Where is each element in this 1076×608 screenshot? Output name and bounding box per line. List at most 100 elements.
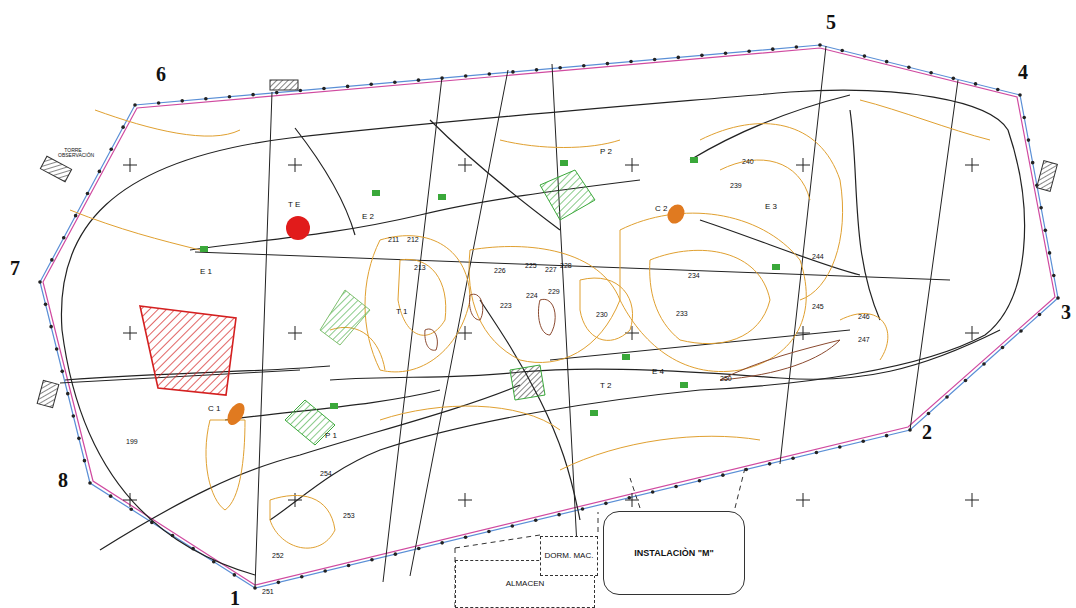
- boundary-post: [581, 507, 585, 511]
- boundary-post: [982, 362, 986, 366]
- corner-number: 4: [1018, 62, 1028, 82]
- map-label: T 1: [396, 308, 407, 316]
- map-label: 229: [548, 288, 560, 295]
- map-label: 199: [126, 438, 138, 445]
- boundary-post: [393, 80, 397, 84]
- grid-lines: [60, 46, 958, 588]
- grid-cross: [123, 158, 137, 172]
- grid-cross: [625, 158, 639, 172]
- boundary-post: [74, 214, 78, 218]
- boundary-post: [1056, 296, 1060, 300]
- boundary-post: [180, 99, 184, 103]
- boundary-post: [885, 60, 889, 64]
- boundary-post: [907, 65, 911, 69]
- grid-cross: [123, 493, 137, 507]
- boundary-post: [653, 58, 657, 62]
- boundary-post: [511, 524, 515, 528]
- boundary-post: [66, 392, 70, 396]
- boundary-post: [1039, 206, 1043, 210]
- boundary-post: [651, 490, 655, 494]
- boundary-post: [1044, 229, 1048, 233]
- boundary-post: [417, 547, 421, 551]
- boundary-post: [323, 569, 327, 573]
- boundary-post: [157, 101, 161, 105]
- map-label: 244: [812, 253, 824, 260]
- boundary-post: [121, 125, 125, 129]
- building-box: INSTALACIÒN "M": [603, 511, 745, 595]
- boundary-post: [487, 530, 491, 534]
- boundary-post: [558, 66, 562, 70]
- boundary-post: [582, 64, 586, 68]
- boundary-post: [275, 91, 279, 95]
- boundary-post: [840, 49, 844, 53]
- grid-cross: [965, 326, 979, 340]
- boundary-post: [44, 303, 48, 307]
- boundary-post: [964, 379, 968, 383]
- corner-number: 2: [922, 422, 932, 442]
- boundary-post: [771, 47, 775, 51]
- boundary-post: [676, 56, 680, 60]
- map-label: 246: [858, 313, 870, 320]
- building-box: DORM. MAC.: [540, 536, 598, 576]
- map-label: E 3: [765, 203, 777, 211]
- map-label: TORRE OBSERVACIÓN: [58, 148, 88, 158]
- target-circle: [286, 216, 310, 240]
- corner-number: 6: [156, 64, 166, 84]
- boundary-post: [86, 192, 90, 196]
- boundary-post: [228, 95, 232, 99]
- boundary-post: [129, 507, 133, 511]
- boundary-post: [1001, 346, 1005, 350]
- grid-cross: [965, 493, 979, 507]
- boundary-post: [277, 581, 281, 585]
- corner-number: 5: [826, 12, 836, 32]
- boundary-post: [77, 437, 81, 441]
- boundary-post: [1022, 116, 1026, 120]
- boundary-post: [204, 97, 208, 101]
- map-label: 228: [560, 262, 572, 269]
- corner-number: 1: [230, 588, 240, 608]
- map-label: P 2: [600, 148, 612, 156]
- map-label: T E: [288, 201, 300, 209]
- map-label: 254: [320, 470, 332, 477]
- boundary-post: [1027, 138, 1031, 142]
- boundary-post: [464, 74, 468, 78]
- boundary-post: [996, 88, 1000, 92]
- grid-cross: [796, 158, 810, 172]
- boundary-post: [347, 564, 351, 568]
- grid-cross: [288, 158, 302, 172]
- boundary-post: [698, 479, 702, 483]
- map-label: 212: [407, 236, 419, 243]
- boundary-post: [464, 535, 468, 539]
- boundary-post: [885, 434, 889, 438]
- boundary-post: [1031, 161, 1035, 165]
- boundary-post: [300, 575, 304, 579]
- boundary-post: [952, 77, 956, 81]
- boundary-post: [370, 558, 374, 562]
- contour-peak: [664, 201, 688, 226]
- boundary-inner: [43, 48, 1055, 585]
- boundary-post: [721, 473, 725, 477]
- boundary-post: [109, 494, 113, 498]
- grid-cross: [965, 158, 979, 172]
- map-label: 224: [526, 292, 538, 299]
- green-hatched-area: [320, 290, 370, 345]
- boundary-post: [724, 51, 728, 55]
- grid-cross: [123, 326, 137, 340]
- boundary-outer: [40, 45, 1058, 588]
- boundary-post: [72, 414, 76, 418]
- boundary-post: [945, 395, 949, 399]
- boundary-post: [299, 89, 303, 93]
- boundary-post: [1019, 329, 1023, 333]
- boundary-post: [394, 552, 398, 556]
- map-label: 247: [858, 336, 870, 343]
- boundary-post: [417, 78, 421, 82]
- boundary-post: [38, 280, 42, 284]
- building-name: ALMACEN: [506, 579, 545, 588]
- boundary-post: [815, 451, 819, 455]
- grid-cross: [458, 493, 472, 507]
- map-label: 245: [812, 303, 824, 310]
- map-label: 226: [494, 267, 506, 274]
- boundary-post: [1038, 313, 1042, 317]
- grid-cross: [796, 326, 810, 340]
